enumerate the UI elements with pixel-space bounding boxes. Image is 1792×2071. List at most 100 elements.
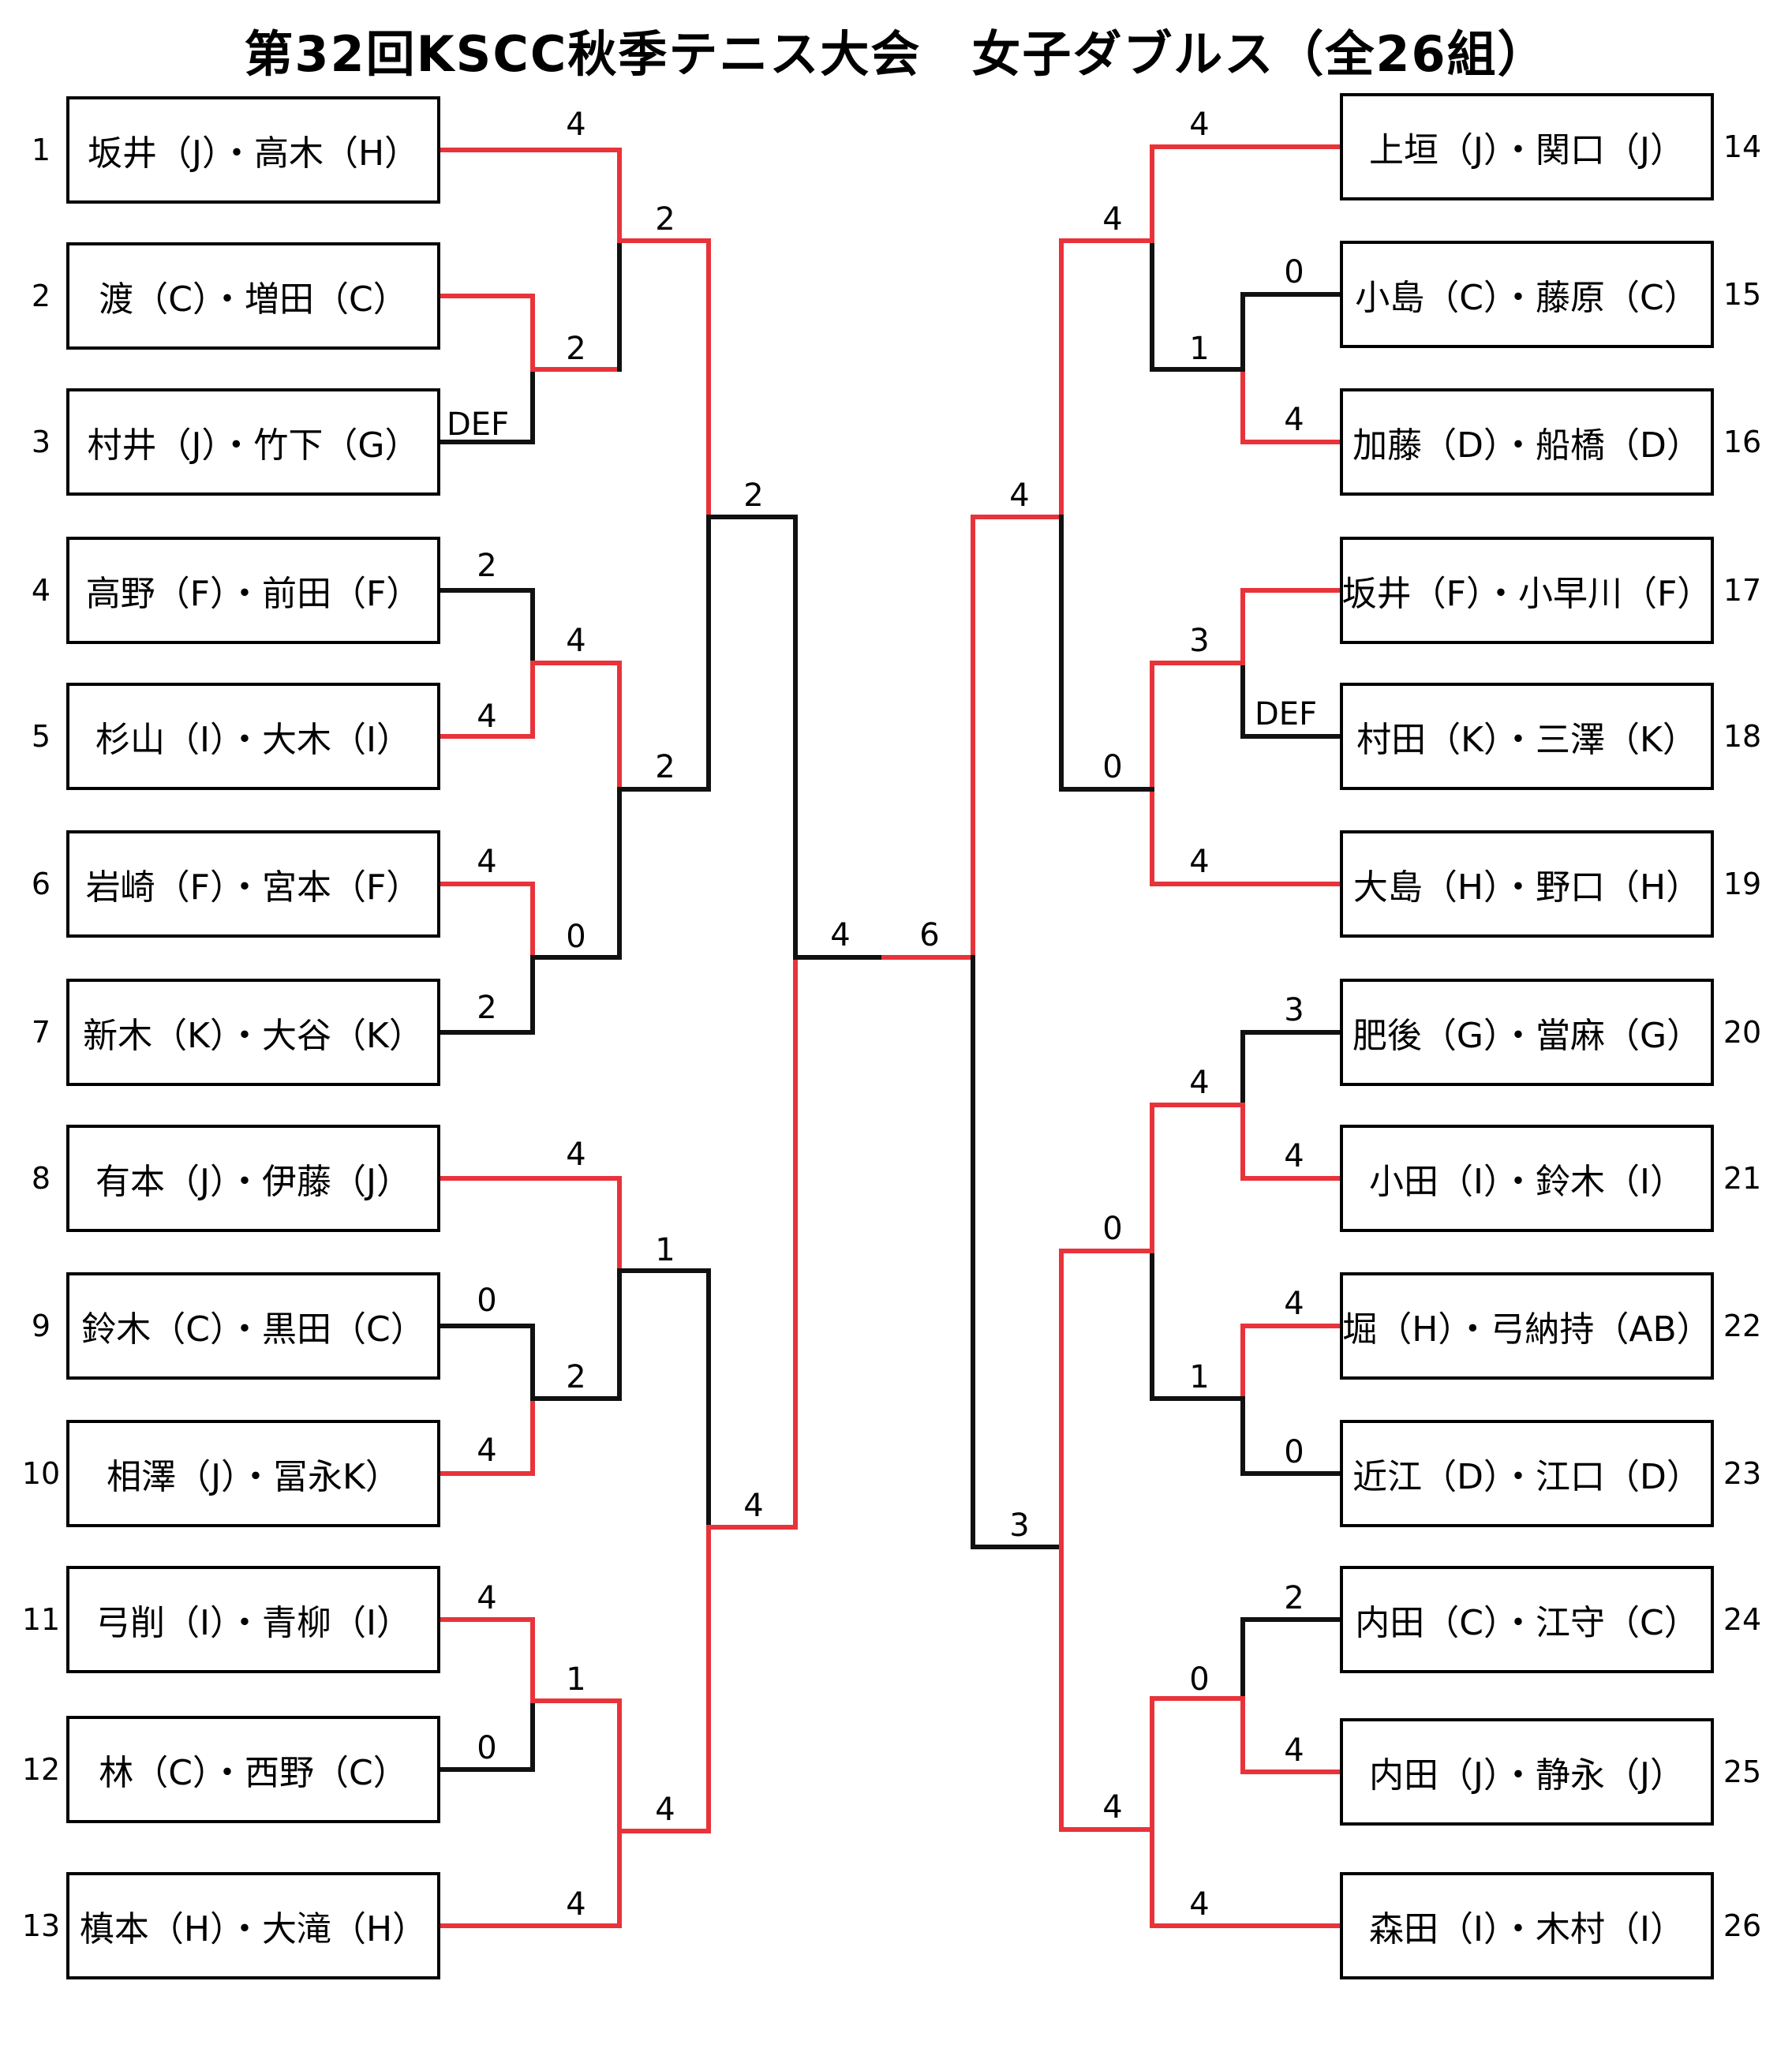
line-sf-top-right	[971, 515, 1064, 960]
team-box-2: 渡（C）・増田（C）	[66, 242, 440, 350]
line-team-2	[438, 294, 535, 372]
line-winner-21	[1150, 1103, 1245, 1253]
seed-number-18: 18	[1723, 719, 1762, 754]
team-box-19: 大島（H）・野口（H）	[1340, 830, 1714, 938]
seed-number-22: 22	[1723, 1309, 1762, 1343]
score-label: 2	[1284, 1580, 1304, 1616]
line-team-18	[1240, 661, 1342, 739]
score-label: 2	[477, 990, 497, 1026]
score-label: 4	[477, 698, 497, 735]
seed-number-20: 20	[1723, 1015, 1762, 1050]
seed-number-13: 13	[21, 1908, 61, 1943]
score-label: 1	[655, 1232, 675, 1268]
score-label: 0	[1189, 1661, 1210, 1698]
line-team-24	[1240, 1617, 1342, 1701]
score-label: 0	[1284, 254, 1304, 290]
team-box-9: 鈴木（C）・黒田（C）	[66, 1272, 440, 1380]
line-team-6	[438, 882, 535, 960]
line-team-22	[1240, 1324, 1342, 1401]
score-label: 4	[1189, 1886, 1210, 1923]
team-box-12: 林（C）・西野（C）	[66, 1716, 440, 1823]
line-winner-17	[1150, 661, 1245, 792]
score-label: 2	[566, 331, 586, 367]
score-label: 4	[1189, 844, 1210, 880]
line-team-12	[438, 1698, 535, 1772]
seed-number-14: 14	[1723, 129, 1762, 164]
score-label: 1	[566, 1661, 586, 1698]
line-winner-8	[617, 1268, 711, 1530]
line-team-26	[1150, 1827, 1342, 1928]
score-label: 0	[477, 1283, 497, 1319]
seed-number-7: 7	[31, 1015, 51, 1050]
score-label: 4	[477, 1580, 497, 1616]
line-winner-1	[617, 238, 711, 519]
seed-number-11: 11	[21, 1602, 61, 1637]
score-label: 4	[566, 1886, 586, 1923]
line-team-15	[1240, 292, 1342, 372]
team-box-20: 肥後（G）・當麻（G）	[1340, 979, 1714, 1086]
line-team-10	[438, 1396, 535, 1476]
score-label: 1	[1189, 331, 1210, 367]
team-box-6: 岩崎（F）・宮本（F）	[66, 830, 440, 938]
score-label: 4	[566, 1137, 586, 1173]
seed-number-16: 16	[1723, 425, 1762, 459]
line-team-21	[1240, 1103, 1342, 1181]
line-team-3	[438, 367, 535, 444]
line-team-9	[438, 1324, 535, 1401]
line-team-17	[1240, 588, 1342, 665]
team-box-26: 森田（I）・木村（I）	[1340, 1872, 1714, 1979]
score-label: 4	[1009, 477, 1030, 514]
line-team-8	[438, 1176, 622, 1273]
seed-number-3: 3	[31, 425, 51, 459]
score-label: 3	[1284, 992, 1304, 1028]
def-label-team-3: DEF	[447, 406, 510, 443]
score-label: 2	[655, 201, 675, 238]
seed-number-9: 9	[31, 1309, 51, 1343]
team-box-3: 村井（J）・竹下（G）	[66, 388, 440, 496]
line-team-13	[438, 1829, 622, 1928]
line-winner-5	[530, 661, 622, 792]
score-label: 4	[1102, 201, 1123, 238]
team-box-15: 小島（C）・藤原（C）	[1340, 241, 1714, 348]
team-box-4: 高野（F）・前田（F）	[66, 537, 440, 644]
line-team-5	[438, 661, 535, 739]
seed-number-4: 4	[31, 573, 51, 608]
score-label: 4	[1284, 1138, 1304, 1174]
seed-number-24: 24	[1723, 1602, 1762, 1637]
team-box-17: 坂井（F）・小早川（F）	[1340, 537, 1714, 644]
score-label: 4	[566, 623, 586, 659]
line-team-11	[438, 1617, 535, 1703]
team-box-14: 上垣（J）・関口（J）	[1340, 93, 1714, 200]
score-label: 0	[477, 1730, 497, 1766]
team-box-21: 小田（I）・鈴木（I）	[1340, 1125, 1714, 1232]
score-label: 1	[1189, 1359, 1210, 1395]
seed-number-10: 10	[21, 1456, 61, 1491]
score-label: 4	[1189, 1065, 1210, 1101]
line-sf-bottom-left	[706, 955, 798, 1530]
score-label: 0	[1284, 1434, 1304, 1470]
team-box-24: 内田（C）・江守（C）	[1340, 1566, 1714, 1673]
line-team-16	[1240, 367, 1342, 444]
page-title: 第32回KSCC秋季テニス大会 女子ダブルス（全26組）	[244, 25, 1548, 83]
team-box-7: 新木（K）・大谷（K）	[66, 979, 440, 1086]
seed-number-15: 15	[1723, 277, 1762, 312]
team-box-11: 弓削（I）・青柳（I）	[66, 1566, 440, 1673]
team-box-22: 堀（H）・弓納持（AB）	[1340, 1272, 1714, 1380]
line-winner-19	[1059, 515, 1154, 792]
line-match-15-16	[1150, 238, 1245, 372]
line-winner-13	[617, 1525, 711, 1833]
seed-number-21: 21	[1723, 1161, 1762, 1196]
score-label: 4	[1102, 1789, 1123, 1826]
score-label: 2	[655, 749, 675, 785]
score-label: 6	[919, 917, 940, 953]
score-label: 4	[1284, 1732, 1304, 1769]
line-team-19	[1150, 787, 1342, 886]
line-team-1	[438, 148, 622, 243]
line-sf-bottom-right	[971, 955, 1064, 1549]
seed-number-5: 5	[31, 719, 51, 754]
line-winner-25	[1150, 1696, 1245, 1832]
def-label-team-18: DEF	[1255, 696, 1318, 732]
team-box-18: 村田（K）・三澤（K）	[1340, 683, 1714, 790]
team-box-1: 坂井（J）・高木（H）	[66, 96, 440, 204]
